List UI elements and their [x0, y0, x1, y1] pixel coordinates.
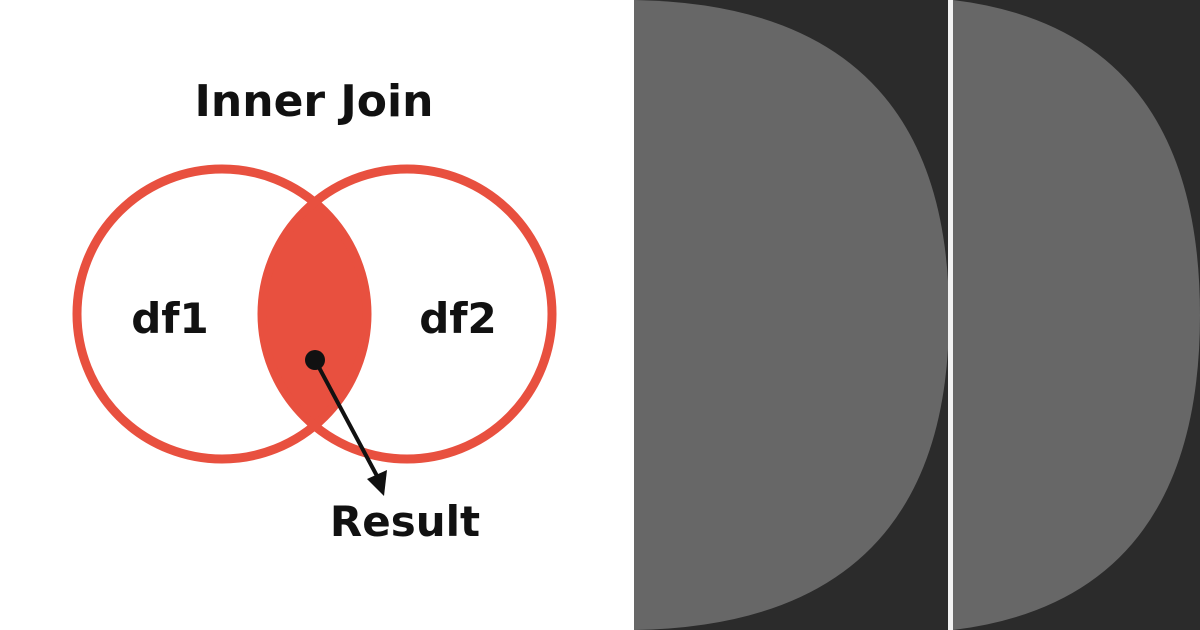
half-circle-graphic [634, 0, 1200, 630]
result-label: Result [330, 497, 480, 546]
intersection-fill [262, 169, 367, 459]
left-set-circle [72, 164, 372, 464]
right-half-circle [953, 0, 1200, 630]
result-point-icon [305, 350, 325, 370]
venn-diagram: Inner Join df1 df2 Result [72, 76, 557, 546]
left-half-circle [634, 0, 949, 630]
arrow-down-right-icon [313, 358, 387, 496]
diagram-title: Inner Join [195, 76, 434, 127]
panel-divider [948, 0, 953, 630]
image-strip [634, 0, 1200, 630]
right-set-circle [257, 164, 557, 464]
right-set-label: df2 [419, 294, 497, 343]
left-set-label: df1 [131, 294, 209, 343]
diagram-panel: Inner Join df1 df2 Result [72, 76, 557, 546]
